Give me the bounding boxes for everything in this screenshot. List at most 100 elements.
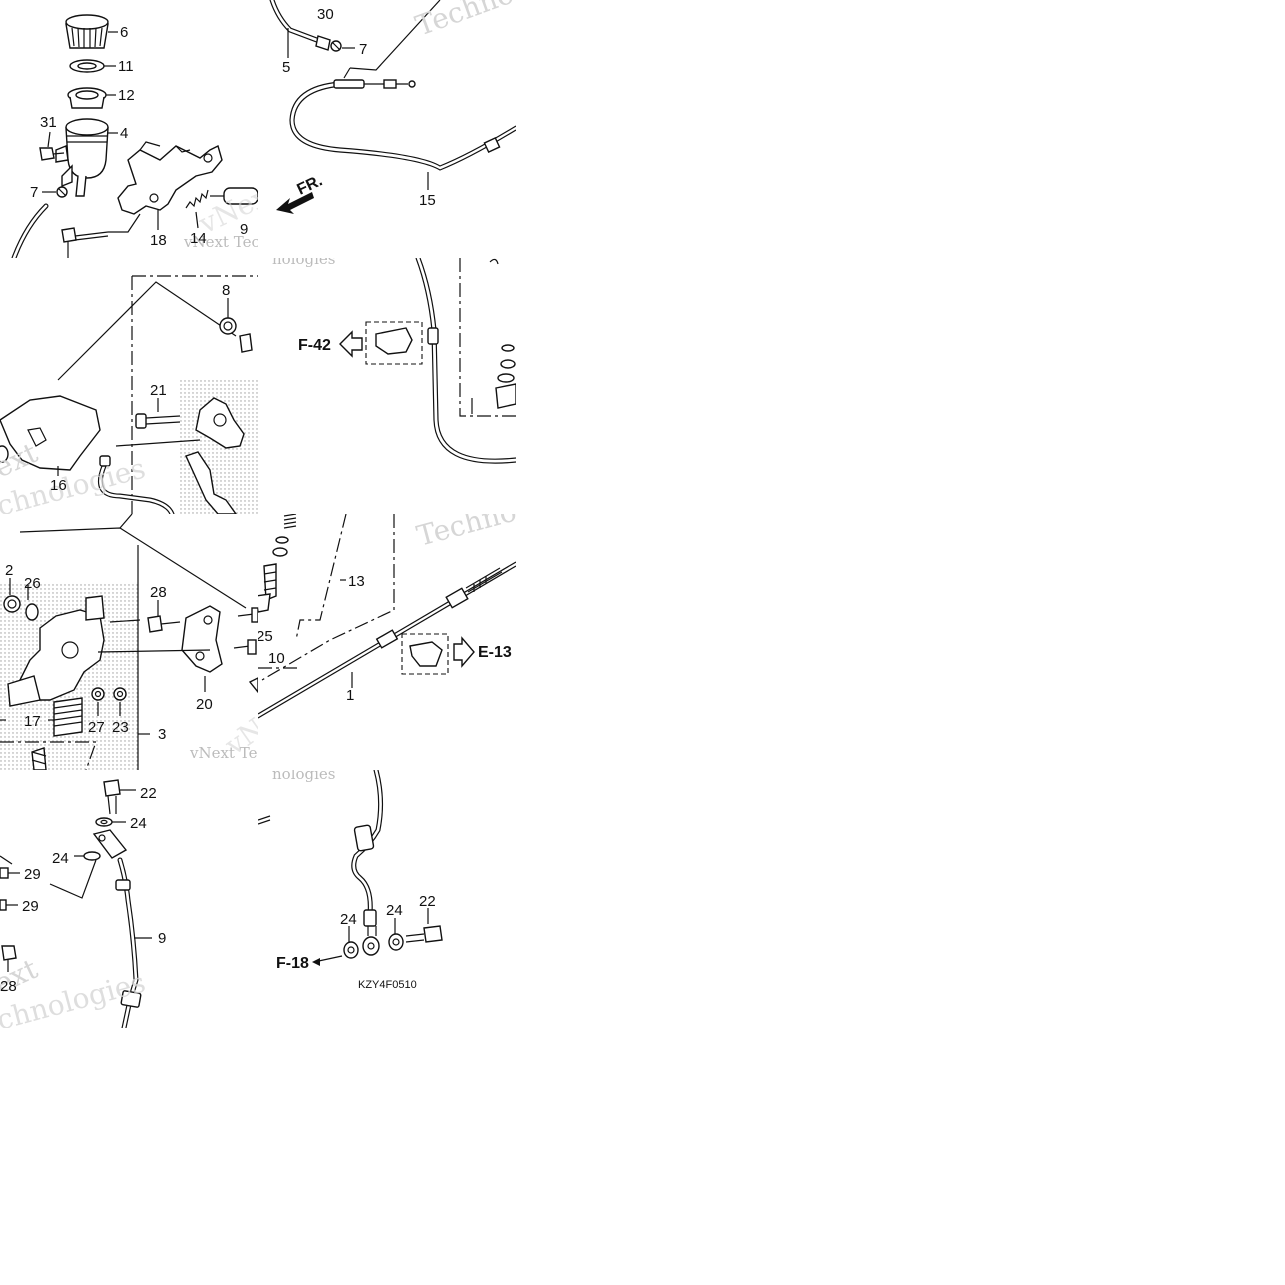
tile-hose-left: ext chnologies 22 24 24 29 29 9 28 <box>0 779 166 1028</box>
watermark-text: nologies <box>272 250 336 268</box>
tile-hose-right: nologies F-18 24 24 <box>258 765 443 991</box>
callout-4: 4 <box>120 125 128 142</box>
banjo-bolt-22-lower <box>405 925 443 943</box>
bolt-21 <box>135 413 181 429</box>
oring-26 <box>25 603 39 621</box>
bolt-29-b <box>0 899 18 911</box>
callout-17: 17 <box>24 713 41 730</box>
washer-24-a <box>343 941 359 959</box>
callout-18: 18 <box>150 232 167 249</box>
callout-28: 28 <box>150 584 167 601</box>
cylinder-body <box>7 595 105 707</box>
callout-24: 24 <box>340 911 357 928</box>
cover-16 <box>0 395 101 471</box>
callout-13: 13 <box>348 573 365 590</box>
callout-9: 9 <box>240 221 248 238</box>
callout-26: 26 <box>24 575 41 592</box>
bolt-29-a <box>0 867 20 879</box>
callout-30: 30 <box>317 6 334 23</box>
hose-clip <box>56 186 68 198</box>
banjo-bolt-22 <box>103 779 136 815</box>
front-label: FR. <box>295 172 326 198</box>
tile-cable-upper: FR. Techno 30 7 5 15 <box>269 0 518 214</box>
callout-21: 21 <box>150 382 167 399</box>
plate-20 <box>181 605 223 673</box>
tile-reservoir: vNext Tec vNext 6 11 12 4 31 7 18 14 9 <box>11 14 285 258</box>
bolt-31 <box>39 147 65 161</box>
cable-end-fitting <box>333 79 416 89</box>
watermark-text: vNext <box>218 686 307 762</box>
bracket-18 <box>117 141 223 215</box>
hose-clip-7 <box>330 40 342 52</box>
callout-22: 22 <box>140 785 157 802</box>
callout-12: 12 <box>118 87 135 104</box>
diaphragm <box>67 87 107 109</box>
callout-20: 20 <box>196 696 213 713</box>
callout-24: 24 <box>386 902 403 919</box>
watermark-text: Techno <box>413 495 520 553</box>
callout-24: 24 <box>130 815 147 832</box>
callout-11: 11 <box>118 58 134 75</box>
watermark-text: vNext <box>193 175 285 241</box>
front-direction-arrow: FR. <box>276 172 325 214</box>
circlip-8 <box>219 317 237 335</box>
nut-27 <box>91 687 105 701</box>
washer-24-b <box>388 933 404 951</box>
callout-3: 3 <box>158 726 166 743</box>
mounting-bolt <box>61 227 109 258</box>
watermark-text: nologies <box>272 765 336 783</box>
callout-29: 29 <box>24 866 41 883</box>
callout-22: 22 <box>419 893 436 910</box>
callout-7: 7 <box>30 184 38 201</box>
banjo-fitting <box>92 829 128 859</box>
washer-24-left <box>74 851 101 861</box>
callout-25: 25 <box>256 628 273 645</box>
callout-9: 9 <box>158 930 166 947</box>
callout-7: 7 <box>359 41 367 58</box>
bolt-28-lower <box>1 945 17 972</box>
callout-27: 27 <box>88 719 105 736</box>
spring-stack <box>258 514 297 613</box>
callout-10: 10 <box>268 650 285 667</box>
spring-14 <box>185 189 209 209</box>
callout-5: 5 <box>282 59 290 76</box>
callout-14: 14 <box>190 230 207 247</box>
callout-6: 6 <box>120 24 128 41</box>
bolt-28 <box>147 615 181 633</box>
tile-cable-lower: 25 10 E-13 13 1 Techno <box>256 495 520 719</box>
callout-31: 31 <box>40 114 57 131</box>
washer-24-top <box>95 817 126 827</box>
watermark-text: vNext Tec <box>189 744 266 762</box>
nut-23 <box>113 687 127 701</box>
callout-8: 8 <box>222 282 230 299</box>
callout-15: 15 <box>419 192 436 209</box>
e13-reference: E-13 <box>401 633 512 675</box>
bolt-25 <box>237 607 258 623</box>
callout-29: 29 <box>22 898 39 915</box>
lever-assembly <box>185 397 245 514</box>
tile-master-cylinder: vNext Tec vNext 2 26 28 17 27 23 3 20 <box>0 514 307 770</box>
watermark-text: vNext Tec <box>183 233 260 251</box>
ref-e13-label: E-13 <box>478 644 512 661</box>
ref-f42-label: F-42 <box>298 337 331 354</box>
tile-cover: ext chnologies 8 21 16 <box>0 275 258 514</box>
ref-f18-label: F-18 <box>276 955 309 972</box>
watermark-text: Techno <box>411 0 518 43</box>
callout-16: 16 <box>50 477 67 494</box>
bolt-10 <box>233 639 257 655</box>
spring-17 <box>53 697 83 737</box>
f18-reference: F-18 <box>276 955 343 972</box>
diagram-code: KZY4F0510 <box>358 979 417 991</box>
reservoir-cap <box>65 14 109 49</box>
diaphragm-plate <box>69 59 105 73</box>
washer-stack <box>495 344 516 409</box>
tile-cable-mid: nologies F-42 <box>272 250 516 464</box>
callout-28: 28 <box>0 978 17 995</box>
cap-2 <box>3 595 21 613</box>
banjo-eye <box>362 926 380 956</box>
reservoir-body <box>55 118 109 197</box>
callout-24: 24 <box>52 850 69 867</box>
f42-reference: F-42 <box>298 330 363 358</box>
callout-23: 23 <box>112 719 129 736</box>
